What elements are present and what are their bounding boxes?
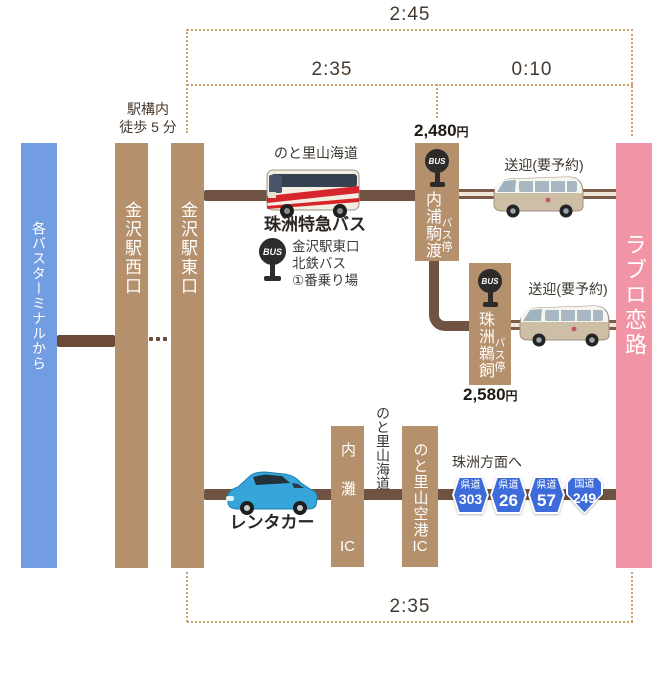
boarding-point-text: 金沢駅東口 北鉄バス ①番乗り場 xyxy=(292,239,360,290)
bus-icon: BUS xyxy=(259,238,286,265)
ic2-name: のと里山空港 xyxy=(411,442,429,538)
terminal-connector-line xyxy=(57,335,115,347)
bracket-mid-vertical xyxy=(436,84,438,118)
bus-icon: BUS xyxy=(478,269,502,293)
origin-bar-label: 各バスターミナルから xyxy=(31,221,47,371)
total-time-bracket-top xyxy=(187,29,633,31)
station-west-bar: 金沢駅西口 xyxy=(115,143,148,568)
busstop2-suffix: バス停 xyxy=(493,337,505,373)
busstop1-suffix: バス停 xyxy=(440,217,452,253)
walk-note: 駅構内 徒歩 5 分 xyxy=(108,100,188,136)
ic1-suffix: IC xyxy=(340,538,355,555)
bus-route-elbow-line xyxy=(429,256,470,331)
fare1-label: 2,480円 xyxy=(414,121,469,140)
car-bracket-right-vertical xyxy=(631,572,633,622)
walk-note-line2: 徒歩 5 分 xyxy=(119,119,177,136)
bus-leg-time-label: 2:35 xyxy=(311,59,353,80)
bus-road-label: のと里山海道 xyxy=(274,145,358,161)
shuttle-leg-time-label: 0:10 xyxy=(511,59,553,80)
leg-time-bracket xyxy=(187,84,633,86)
ic1-bar: 内灘 IC xyxy=(331,426,364,567)
boarding-line1: 金沢駅東口 xyxy=(292,239,360,254)
ic2-suffix: IC xyxy=(412,538,428,555)
transfer-dots xyxy=(149,337,167,341)
fare2-label: 2,580円 xyxy=(463,385,518,404)
total-time-label: 2:45 xyxy=(389,4,431,25)
shuttle-van2-image xyxy=(519,305,610,347)
destination-bar: ラブロ恋路 xyxy=(616,143,652,568)
busstop2-bar: BUS 珠洲鵜飼 バス停 xyxy=(469,263,511,385)
busstop1-name: 内浦駒渡 xyxy=(423,191,440,259)
ic1-name: 内灘 xyxy=(339,442,356,520)
car-road-label: のと里山海道 xyxy=(375,406,391,490)
rental-car-image xyxy=(226,471,318,515)
busstop2-icon: BUS xyxy=(478,269,502,307)
car-bracket-left-vertical xyxy=(186,572,188,622)
busstop1-icon: BUS xyxy=(425,149,449,187)
shuttle1-label: 送迎(要予約) xyxy=(504,157,584,173)
express-bus-image xyxy=(266,169,360,218)
station-east-bar: 金沢駅東口 xyxy=(171,143,204,568)
rental-car-label: レンタカー xyxy=(229,513,315,532)
station-east-label: 金沢駅東口 xyxy=(178,201,197,296)
car-time-label: 2:35 xyxy=(389,596,431,617)
car-time-bracket xyxy=(187,621,633,623)
busstop1-bar: BUS 内浦駒渡 バス停 xyxy=(415,143,459,261)
shuttle2-label: 送迎(要予約) xyxy=(528,281,608,297)
bracket-right-vertical xyxy=(631,29,633,136)
destination-label: ラブロ恋路 xyxy=(622,233,647,358)
bus-name-label: 珠洲特急バス xyxy=(264,215,366,234)
station-west-label: 金沢駅西口 xyxy=(122,201,141,296)
shuttle-van1-image xyxy=(493,176,584,218)
busstop2-name: 珠洲鵜飼 xyxy=(476,311,493,379)
bracket-left-vertical xyxy=(186,29,188,133)
boarding-line3: ①番乗り場 xyxy=(292,272,359,288)
bus-icon: BUS xyxy=(425,149,449,173)
ic2-bar: のと里山空港 IC xyxy=(402,426,438,567)
boarding-line2: 北鉄バス xyxy=(292,255,346,271)
direction-label: 珠洲方面へ xyxy=(452,454,522,470)
boarding-busstop-icon: BUS xyxy=(259,238,286,281)
origin-bar: 各バスターミナルから xyxy=(21,143,57,568)
walk-note-line1: 駅構内 xyxy=(127,101,169,117)
